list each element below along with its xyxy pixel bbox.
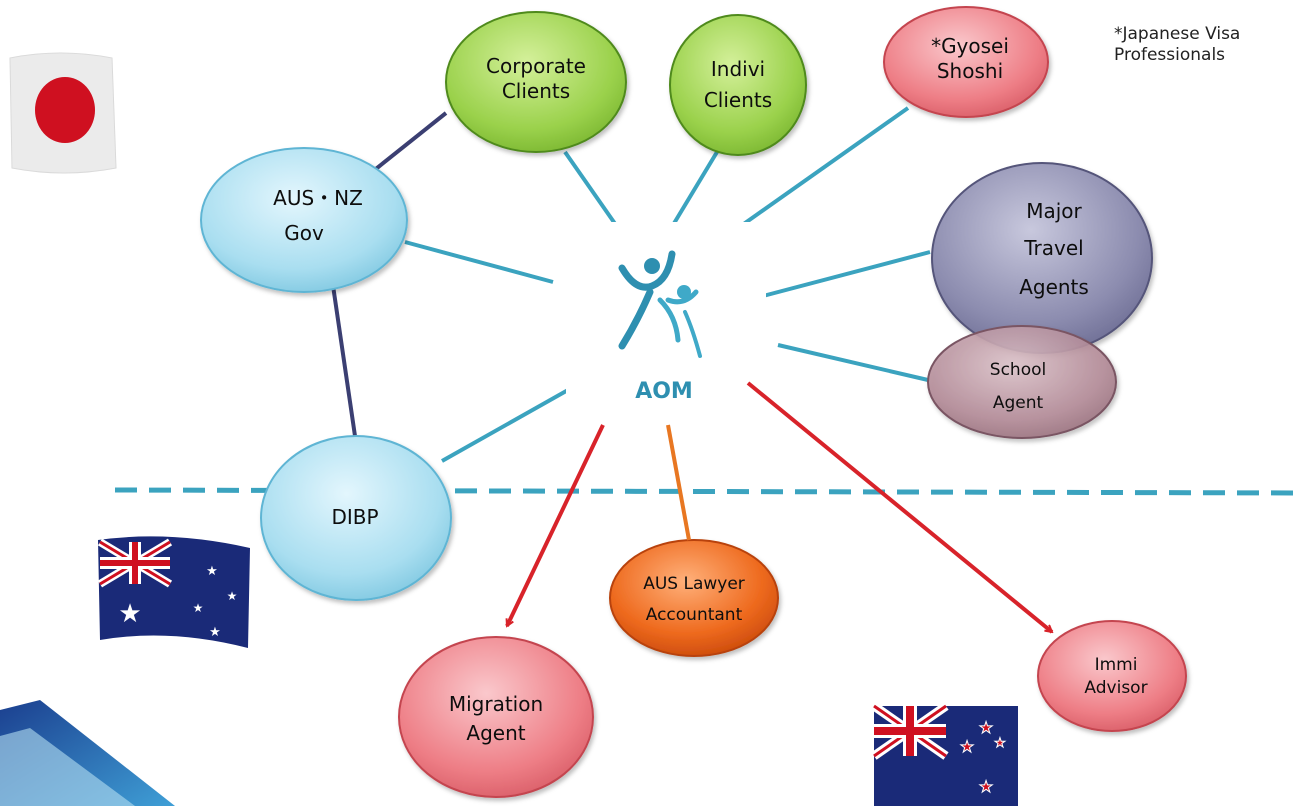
svg-text:★: ★ — [960, 737, 974, 756]
link-travel-center — [762, 250, 931, 298]
node-migration-agent: Migration Agent — [398, 636, 594, 798]
gov-line-1: AUS・NZ — [273, 186, 363, 210]
arrow-to-migration-agent — [505, 424, 605, 626]
dashed-separator — [114, 487, 1300, 496]
svg-text:★: ★ — [209, 625, 221, 640]
node-immi-advisor: Immi Advisor — [1037, 620, 1187, 732]
svg-text:★: ★ — [979, 777, 993, 796]
indivi-line-2: Clients — [704, 88, 772, 112]
arrow-to-lawyer — [666, 424, 691, 541]
immi-line-1: Immi — [1095, 655, 1138, 675]
arrow-to-immi-advisor — [746, 381, 1052, 634]
svg-text:★: ★ — [118, 599, 141, 629]
link-school-center — [777, 343, 929, 382]
svg-text:★: ★ — [206, 564, 218, 579]
link-dibp-center — [441, 388, 569, 463]
lawyer-line-2: Accountant — [646, 605, 743, 625]
travel-line-3: Agents — [1019, 275, 1089, 299]
svg-text:★: ★ — [227, 589, 238, 603]
link-gov-center — [404, 240, 554, 284]
node-corporate-clients: Corporate Clients — [445, 11, 627, 153]
indivi-line-1: Indivi — [711, 57, 765, 81]
migration-line-1: Migration — [449, 692, 543, 716]
school-line-1: School — [990, 360, 1046, 380]
node-school-agent: School Agent — [927, 325, 1117, 439]
link-indivi-center — [668, 150, 719, 232]
travel-line-2: Travel — [1023, 236, 1083, 260]
gov-line-2: Gov — [284, 221, 324, 245]
svg-text:★: ★ — [193, 601, 204, 615]
gyosei-line-1: *Gyosei — [931, 34, 1009, 58]
japan-flag-icon — [9, 52, 117, 174]
svg-text:★: ★ — [994, 736, 1006, 751]
svg-text:★: ★ — [979, 718, 993, 737]
lawyer-line-1: AUS Lawyer — [643, 574, 745, 594]
aom-logo-icon — [618, 250, 702, 358]
gyosei-line-2: Shoshi — [937, 59, 1003, 83]
travel-line-1: Major — [1026, 199, 1082, 223]
node-aus-nz-gov: AUS・NZ Gov — [200, 147, 408, 293]
new-zealand-flag-icon: ★ ★ ★ ★ — [871, 702, 1018, 806]
japanese-visa-note: *Japanese Visa Professionals — [1114, 24, 1241, 65]
node-dibp: DIBP — [260, 435, 452, 601]
school-line-2: Agent — [993, 393, 1044, 413]
corner-decoration — [0, 700, 175, 806]
node-major-travel-agents: Major Travel Agents — [931, 162, 1153, 354]
link-corporate-center — [563, 150, 620, 230]
immi-line-2: Advisor — [1084, 678, 1147, 698]
corporate-line-1: Corporate — [486, 54, 586, 78]
node-aus-lawyer-accountant: AUS Lawyer Accountant — [609, 539, 779, 657]
link-gov-dibp — [328, 264, 357, 437]
connector-lines — [328, 106, 931, 463]
node-gyosei-shoshi: *Gyosei Shoshi — [883, 6, 1049, 118]
corporate-line-2: Clients — [502, 79, 570, 103]
aom-logo: AOM — [566, 222, 766, 422]
australia-flag-icon: ★ ★ ★ ★ ★ — [97, 536, 250, 648]
migration-line-2: Agent — [466, 721, 525, 745]
aom-logo-text: AOM — [635, 379, 693, 404]
arrows — [505, 381, 1052, 634]
node-indivi-clients: Indivi Clients — [669, 14, 807, 156]
link-gyosei-center — [736, 106, 910, 230]
dibp-label: DIBP — [331, 505, 378, 529]
